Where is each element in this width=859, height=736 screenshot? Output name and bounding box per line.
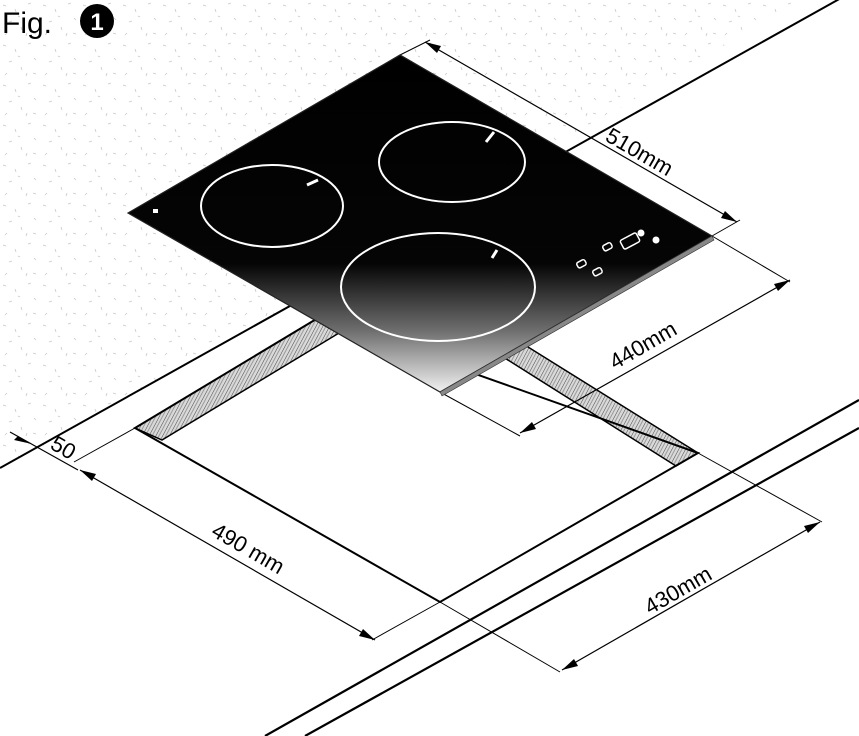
zone-marker bbox=[306, 178, 319, 187]
extension-line bbox=[439, 391, 521, 437]
worktop-front-edge-lower bbox=[304, 427, 859, 736]
hob-side-edge bbox=[439, 235, 715, 397]
cooking-zone-front bbox=[340, 232, 536, 342]
dimension-50 bbox=[9, 431, 79, 471]
extension-line bbox=[711, 235, 791, 283]
dimension-label-490: 490 mm bbox=[208, 518, 289, 579]
control-button bbox=[602, 241, 613, 252]
control-button bbox=[592, 266, 603, 277]
extension-line bbox=[371, 601, 441, 641]
zone-marker bbox=[490, 249, 499, 259]
dimension-label-510: 510mm bbox=[602, 123, 678, 181]
extension-line bbox=[711, 219, 741, 237]
figure-number-badge bbox=[80, 4, 114, 38]
cutout-right-strip bbox=[498, 341, 700, 467]
hob bbox=[126, 54, 715, 397]
zone-marker bbox=[484, 131, 496, 143]
control-dot bbox=[637, 229, 645, 237]
figure-label: Fig. bbox=[2, 7, 52, 40]
control-button bbox=[576, 258, 587, 269]
extension-line bbox=[697, 452, 823, 523]
dimension-430 bbox=[561, 521, 821, 671]
dimension-440 bbox=[519, 279, 791, 434]
indicator-light bbox=[153, 209, 158, 213]
figure-number: 1 bbox=[90, 9, 103, 36]
cooking-zone-back bbox=[378, 121, 526, 203]
control-dot bbox=[652, 236, 660, 244]
extension-line bbox=[439, 601, 561, 673]
cooking-zone-left bbox=[200, 164, 344, 248]
extension-line bbox=[73, 427, 136, 463]
dimension-490 bbox=[79, 469, 376, 641]
dimension-510 bbox=[424, 41, 738, 223]
worktop-front-edge bbox=[264, 399, 859, 736]
display-window bbox=[619, 232, 641, 250]
dimension-label-440: 440mm bbox=[605, 316, 681, 374]
control-panel bbox=[576, 229, 660, 277]
dimension-label-430: 430mm bbox=[640, 561, 716, 619]
